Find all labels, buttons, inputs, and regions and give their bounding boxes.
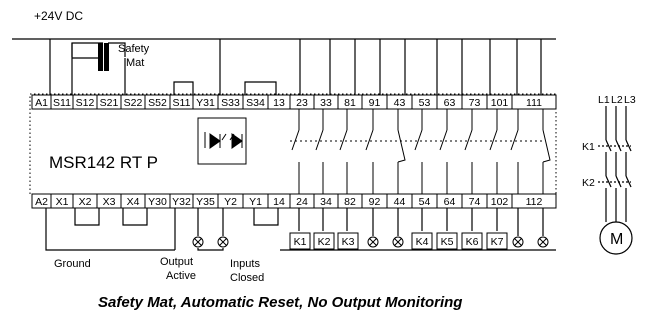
motor-label: M [610,231,623,248]
bottom-terminal: X2 [79,196,92,208]
bottom-terminal: X1 [56,196,69,208]
model-name: MSR142 RT P [49,153,158,172]
top-terminal: S11 [173,97,191,109]
inputs-closed-label-2: Closed [230,272,264,284]
top-terminal: 23 [296,97,308,109]
supply-label: +24V DC [34,9,83,23]
contactor-coil-label: K6 [466,236,479,248]
bottom-terminal: A2 [35,196,48,208]
motor-contactor-k1: K1 [582,141,595,153]
top-terminal: S22 [124,97,143,109]
top-terminal: 33 [320,97,332,109]
top-terminal-row: A1 S11 S12 S21 S22 S52 S11 Y31 S33 S34 13 23 33 81 91 4… [31,94,557,110]
bottom-terminal: 44 [394,196,406,208]
bottom-terminal-row: A2 X1 X2 X3 X4 Y30 Y32 Y35 Y2 Y1 14 24 34 82 92 44 54 64 7… [31,193,557,209]
bottom-terminal: Y2 [224,196,237,208]
safety-mat-icon [71,42,126,95]
top-terminal: S52 [148,97,167,109]
bottom-terminal: 92 [369,196,381,208]
bottom-terminal: 112 [526,196,543,208]
bottom-terminal: Y1 [249,196,262,208]
motor-line-l2: L2 [611,94,623,106]
lamp-icon [217,236,229,248]
optocoupler-icons [197,117,247,165]
contactor-coil-label: K4 [416,236,429,248]
ground-label: Ground [54,258,91,270]
bottom-terminal: Y30 [148,196,167,208]
bottom-terminal: Y35 [196,196,215,208]
top-terminal: S11 [53,97,71,109]
lamp-icon [192,236,204,248]
bottom-terminal: X3 [103,196,116,208]
safety-mat-label-1: Safety [118,43,150,55]
contactor-coil-label: K3 [342,236,355,248]
bottom-terminal: 64 [444,196,456,208]
bottom-terminal: 54 [419,196,431,208]
lamp-icon [512,236,524,248]
bottom-terminal: 24 [296,196,308,208]
bottom-terminal: Y32 [172,196,191,208]
top-terminal: 73 [469,97,481,109]
bottom-wiring [45,208,556,251]
bottom-terminal: 14 [273,196,285,208]
top-terminal: S34 [246,97,265,109]
top-terminal: 101 [491,97,509,109]
top-terminal: 63 [444,97,456,109]
contactor-coils: K1 K2 K3 K4 K5 K6 K7 [289,232,508,250]
top-terminal: 13 [273,97,285,109]
bottom-terminal: 102 [491,196,509,208]
bottom-terminal: X4 [127,196,140,208]
motor-icon [599,221,633,255]
top-terminal: 91 [369,97,381,109]
top-terminal: S21 [100,97,119,109]
output-active-label-2: Active [166,270,196,282]
relay-contacts [290,109,551,194]
top-terminal: 111 [526,97,542,109]
top-terminal: A1 [35,97,48,109]
top-terminal: S12 [76,97,95,109]
lamp-icon [367,236,379,248]
diagram-caption: Safety Mat, Automatic Reset, No Output M… [98,294,462,311]
contactor-coil-label: K1 [294,236,307,248]
contactor-coil-label: K5 [441,236,454,248]
indicator-lamps [192,236,549,248]
motor-line-l3: L3 [624,94,636,106]
top-terminal: 43 [394,97,406,109]
motor-circuit [598,106,632,222]
top-terminal: S33 [221,97,240,109]
contactor-coil-label: K2 [318,236,331,248]
motor-line-l1: L1 [598,94,610,106]
output-active-label-1: Output [160,256,193,268]
top-jumpers [49,39,542,95]
motor-contactor-k2: K2 [582,177,595,189]
contactor-coil-label: K7 [491,236,504,248]
top-terminal: Y31 [196,97,215,109]
lamp-icon [537,236,549,248]
top-terminal: 53 [419,97,431,109]
safety-mat-label-2: Mat [126,57,144,69]
inputs-closed-label-1: Inputs [230,258,260,270]
bottom-terminal: 74 [469,196,481,208]
lamp-icon [392,236,404,248]
bottom-terminal: 82 [344,196,356,208]
bottom-terminal: 34 [320,196,332,208]
top-terminal: 81 [344,97,356,109]
